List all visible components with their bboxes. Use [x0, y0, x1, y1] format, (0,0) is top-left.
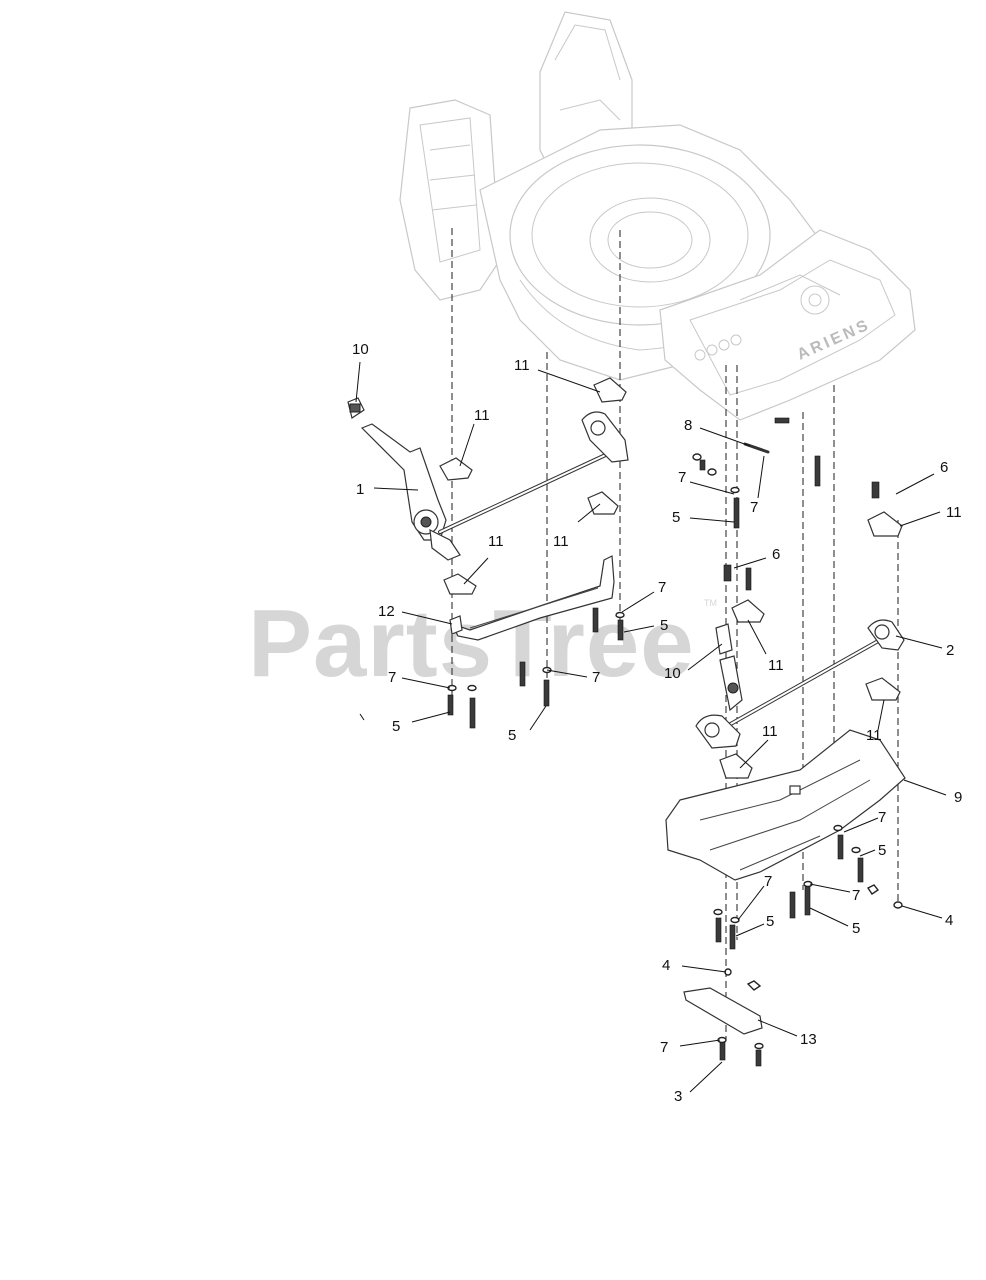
callout-11-clip: 11: [514, 357, 530, 374]
callout-5-bolt: 5: [766, 913, 774, 930]
callout-1-lever-arm: 1: [356, 481, 364, 498]
callout-5-bolt: 5: [392, 718, 400, 735]
callout-5-bolt: 5: [852, 920, 860, 937]
callout-11-clip: 11: [474, 407, 490, 424]
callout-11-clip: 11: [946, 504, 962, 521]
callout-3-bolt: 3: [674, 1088, 682, 1105]
callout-2-axle: 2: [946, 642, 954, 659]
callout-11-clip: 11: [762, 723, 778, 740]
callout-6-bolt: 6: [772, 546, 780, 563]
callout-7-washer: 7: [592, 669, 600, 686]
callout-7-washer: 7: [750, 499, 758, 516]
callout-11-clip: 11: [488, 533, 504, 550]
watermark: PartsTree: [248, 590, 695, 697]
callout-7-washer: 7: [878, 809, 886, 826]
callout-10-right-knob: 10: [664, 665, 681, 682]
callout-9-frame: 9: [954, 789, 962, 806]
callout-12-bracket: 12: [378, 603, 395, 620]
callout-7-washer: 7: [764, 873, 772, 890]
callout-5-bolt: 5: [878, 842, 886, 859]
mower-deck: ARIENS: [399, 11, 916, 421]
callout-11-clip: 11: [553, 533, 569, 550]
watermark-trademark: TM: [704, 598, 717, 608]
callout-13-plate: 13: [800, 1031, 817, 1048]
callout-7-washer: 7: [852, 887, 860, 904]
callout-10-left-knob: 10: [352, 341, 369, 358]
callout-4-nut: 4: [945, 912, 953, 929]
right-height-adjust-assembly: [665, 417, 906, 1067]
callout-7-washer: 7: [678, 469, 686, 486]
callout-8-bolt: 8: [684, 417, 692, 434]
callout-5-bolt: 5: [508, 727, 516, 744]
callout-labels: 10 1 11 11 11 11 12 7 5 7 7 5 5 8 7 7 5 …: [352, 341, 962, 1105]
callout-5-bolt: 5: [660, 617, 668, 634]
callout-11-clip: 11: [768, 657, 784, 674]
callout-7-washer: 7: [658, 579, 666, 596]
callout-4-nut: 4: [662, 957, 670, 974]
callout-6-bolt: 6: [940, 459, 948, 476]
callout-11-clip: 11: [866, 727, 882, 744]
callout-7-washer: 7: [660, 1039, 668, 1056]
callout-5-bolt: 5: [672, 509, 680, 526]
left-height-adjust-assembly: [347, 377, 629, 729]
leader-lines: [355, 361, 947, 1093]
callout-7-washer: 7: [388, 669, 396, 686]
